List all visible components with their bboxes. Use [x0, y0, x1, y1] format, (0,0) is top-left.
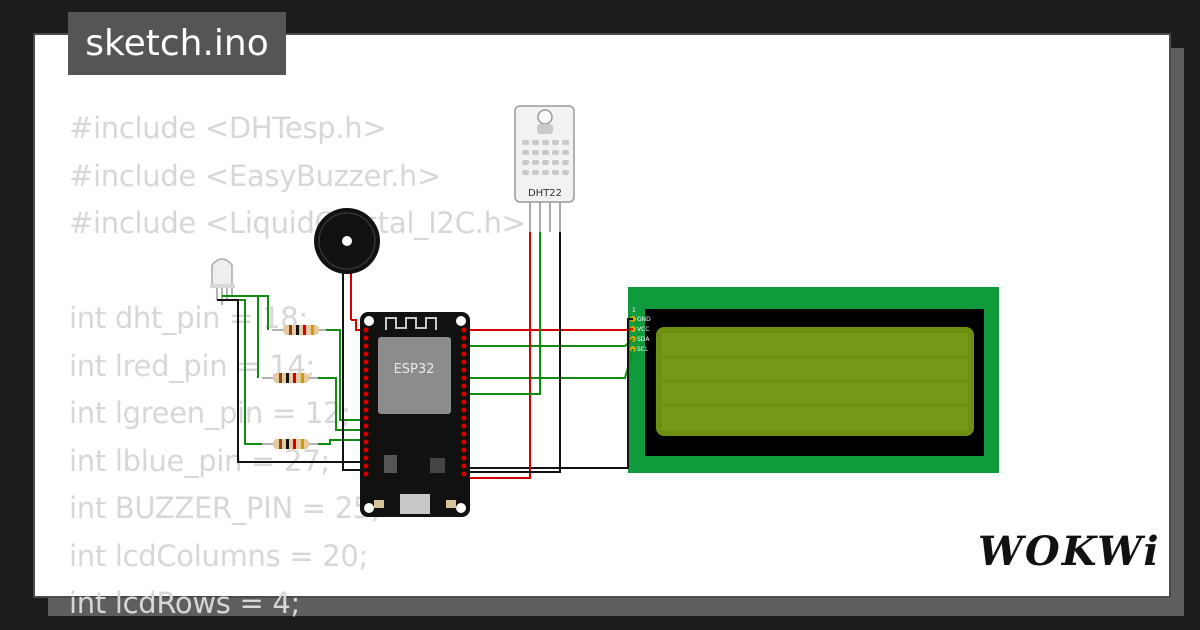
esp32-board[interactable]: ESP32	[360, 312, 470, 517]
code-line: int BUZZER_PIN = 25;	[69, 491, 381, 525]
lcd-pin-gnd: GND	[637, 316, 651, 323]
code-line: int lcdColumns = 20;	[69, 538, 369, 573]
lcd-pin1-label: 1	[632, 307, 636, 314]
code-line: int lblue_pin = 27;	[69, 443, 330, 478]
resistor[interactable]	[262, 373, 318, 383]
code-line: #include <DHTesp.h>	[69, 111, 387, 145]
resistor[interactable]	[272, 325, 326, 335]
wires	[217, 232, 634, 479]
dht22-sensor[interactable]: DHT22	[514, 105, 575, 232]
lcd-pin-sda: SDA	[637, 336, 650, 343]
code-line: int lred_pin = 14;	[69, 348, 315, 383]
code-background: #include <DHTesp.h> #include <EasyBuzzer…	[69, 105, 526, 628]
code-line: int dht_pin = 18;	[69, 301, 308, 335]
rgb-led[interactable]	[210, 258, 235, 305]
lcd-pin-vcc: VCC	[637, 326, 649, 333]
lcd-display[interactable]: 1 GND VCC SDA SCL	[628, 287, 999, 473]
resistor[interactable]	[262, 439, 318, 449]
code-line: int lcdRows = 4;	[69, 586, 301, 620]
file-name-tab[interactable]: sketch.ino	[68, 12, 286, 75]
dht22-label: DHT22	[528, 188, 562, 199]
wokwi-logo: WOKWi	[978, 528, 1161, 575]
esp32-label: ESP32	[394, 362, 435, 377]
code-line: #include <EasyBuzzer.h>	[69, 158, 442, 193]
lcd-pin-scl: SCL	[637, 346, 649, 353]
buzzer[interactable]	[314, 208, 380, 320]
